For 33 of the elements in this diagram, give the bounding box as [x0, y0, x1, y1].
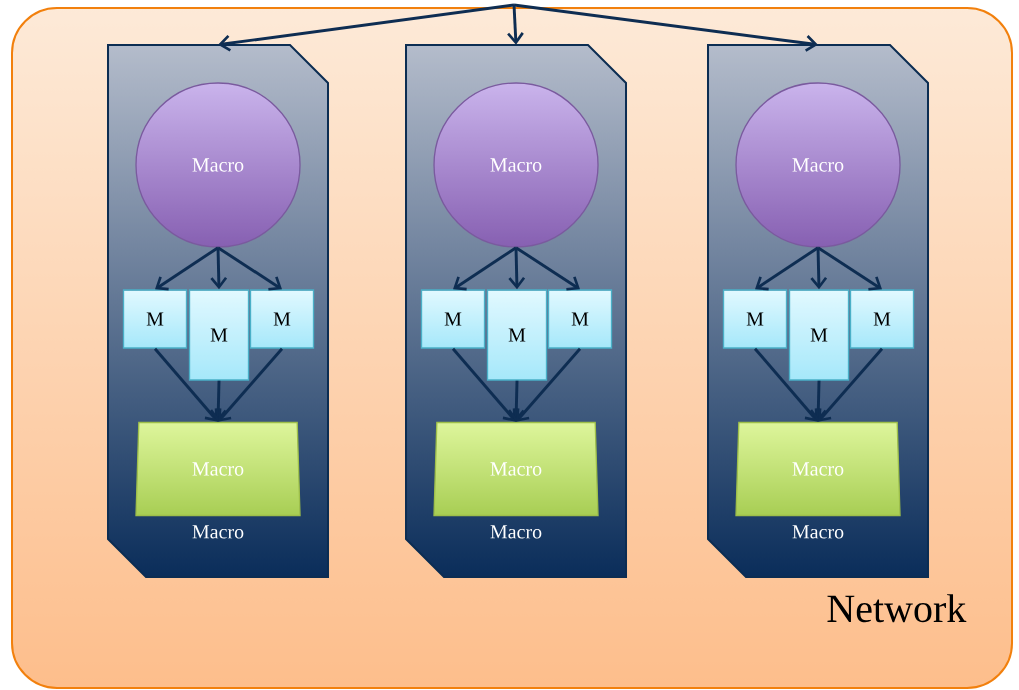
arrow [809, 380, 827, 422]
arrow [507, 4, 524, 45]
arrow [453, 246, 517, 291]
arrow [755, 246, 819, 291]
macro-trapezoid: Macro [433, 421, 599, 517]
arrow [218, 347, 284, 422]
arrow [209, 380, 227, 422]
arrow [508, 247, 526, 290]
module-box: M [547, 289, 613, 349]
arrow [515, 246, 580, 291]
arrow [218, 3, 515, 52]
arrow [818, 347, 884, 422]
module-box: M [188, 289, 250, 381]
arrow [513, 3, 818, 52]
module-box: M [420, 289, 486, 349]
arrow [753, 347, 818, 422]
arrow [817, 246, 883, 291]
arrow [153, 347, 219, 422]
module-box: M [486, 289, 548, 381]
module-box: M [788, 289, 850, 381]
arrow [217, 246, 282, 291]
module-box: M [722, 289, 788, 349]
arrow [210, 247, 228, 290]
arrow [810, 247, 828, 290]
macro-trapezoid: Macro [735, 421, 901, 517]
macro-trapezoid: Macro [135, 421, 301, 517]
module-box: M [849, 289, 915, 349]
module-box: M [122, 289, 188, 349]
arrow [507, 380, 525, 422]
arrow [451, 347, 517, 422]
arrow [516, 347, 582, 422]
module-box: M [249, 289, 315, 349]
arrow [155, 246, 219, 291]
